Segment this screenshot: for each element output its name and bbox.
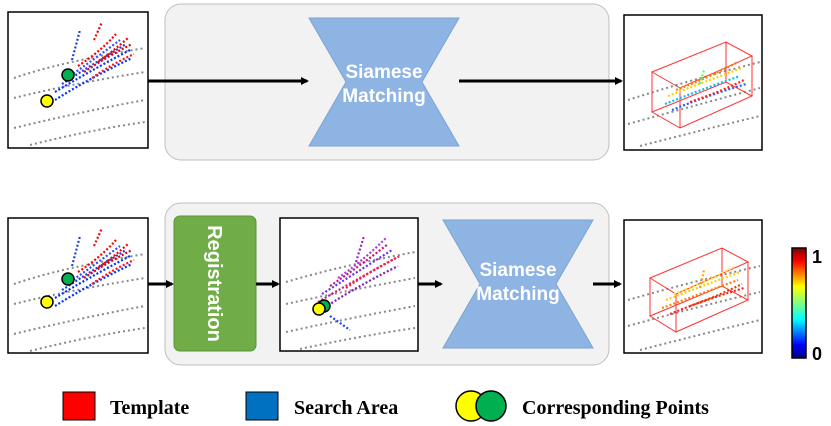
legend-corresponding-points-label: Corresponding Points <box>522 397 709 419</box>
registered-pointcloud <box>317 235 401 331</box>
colorbar-max-label: 1 <box>812 247 822 267</box>
colorbar: 1 0 <box>791 247 822 364</box>
registered-scan <box>279 217 419 352</box>
top-output-bbox <box>650 41 754 129</box>
legend-template-swatch <box>62 391 96 421</box>
legend-template-label: Template <box>110 397 189 419</box>
bottom-siamese-network: Siamese Matching <box>442 219 594 349</box>
green-point-marker <box>61 272 75 286</box>
registration-label: Registration <box>203 225 225 342</box>
top-input-scan <box>7 11 149 149</box>
top-siamese-network: Siamese Matching <box>308 17 460 147</box>
bottom-output-bbox <box>648 247 750 333</box>
yellow-point-marker <box>312 302 326 316</box>
bottom-output-scan <box>623 219 763 354</box>
colorbar-min-label: 0 <box>812 344 822 364</box>
yellow-point-marker <box>40 295 54 309</box>
bottom-pipeline: Registration <box>7 202 822 366</box>
top-siamese-label-2: Matching <box>342 86 425 107</box>
bottom-input-scan <box>7 217 149 354</box>
green-point-marker <box>61 68 75 82</box>
registration-module: Registration <box>173 215 257 352</box>
legend-search-area-swatch <box>245 391 279 421</box>
top-output-scan <box>623 14 763 151</box>
top-siamese-label-1: Siamese <box>345 62 422 83</box>
legend: Template Search Area Corresponding Point… <box>62 390 709 422</box>
bottom-siamese-label-2: Matching <box>476 284 559 305</box>
legend-search-area-label: Search Area <box>294 397 398 419</box>
legend-green-point <box>475 390 507 422</box>
bottom-siamese-label-1: Siamese <box>479 260 556 281</box>
top-pipeline: Siamese Matching <box>7 3 763 161</box>
yellow-point-marker <box>40 94 54 108</box>
bottom-input-pointcloud <box>54 227 135 307</box>
